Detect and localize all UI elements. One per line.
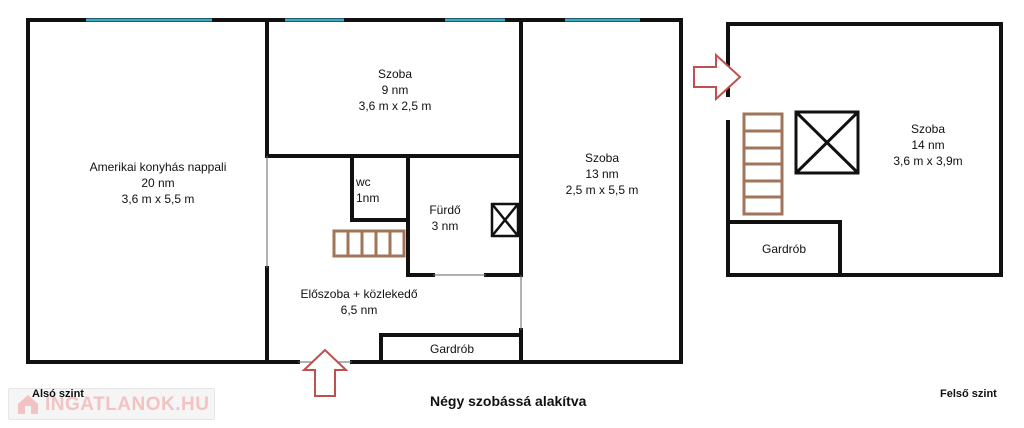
hall-name: Előszoba + közlekedő xyxy=(300,287,418,301)
upper-room-label: Szoba 14 nm 3,6 m x 3,9m xyxy=(868,121,988,169)
bath-area: 3 nm xyxy=(431,219,459,233)
top-room-label: Szoba 9 nm 3,6 m x 2,5 m xyxy=(330,66,460,114)
shaft-icon xyxy=(490,202,520,238)
living-room-name: Amerikai konyhás nappali xyxy=(89,160,227,174)
stairs-lower xyxy=(332,229,406,258)
right-room-dims: 2,5 m x 5,5 m xyxy=(565,183,639,197)
upper-wardrobe-name: Gardrób xyxy=(761,242,807,256)
windows xyxy=(86,18,1003,178)
top-room-area: 9 nm xyxy=(381,83,409,97)
living-room-area: 20 nm xyxy=(141,176,175,190)
right-room-name: Szoba xyxy=(584,151,620,165)
top-room-dims: 3,6 m x 2,5 m xyxy=(358,99,432,113)
living-room-label: Amerikai konyhás nappali 20 nm 3,6 m x 5… xyxy=(58,159,258,207)
upper-entry-arrow-icon xyxy=(693,52,742,102)
bath-name: Fürdő xyxy=(429,203,461,217)
upper-level-walls xyxy=(726,22,1003,277)
house-icon xyxy=(18,395,38,414)
upper-room-name: Szoba xyxy=(910,122,946,136)
bath-label: Fürdő 3 nm xyxy=(420,202,470,234)
lower-level-caption: Alsó szint xyxy=(32,388,84,400)
stair-void-icon xyxy=(794,110,860,175)
upper-room-dims: 3,6 m x 3,9m xyxy=(893,154,963,168)
lower-wardrobe-label: Gardrób xyxy=(384,341,520,357)
living-room-dims: 3,6 m x 5,5 m xyxy=(121,192,195,206)
wc-area: 1nm xyxy=(356,191,380,205)
wc-name: wc xyxy=(356,175,371,189)
right-room-label: Szoba 13 nm 2,5 m x 5,5 m xyxy=(547,150,657,198)
wc-label: wc 1nm xyxy=(356,174,392,206)
upper-wardrobe-label: Gardrób xyxy=(731,241,837,257)
entrance-arrow-icon xyxy=(301,348,349,397)
lower-wardrobe-name: Gardrób xyxy=(429,342,475,356)
plan-title: Négy szobássá alakítva xyxy=(430,393,587,409)
upper-level-caption: Felső szint xyxy=(940,388,997,400)
upper-room-area: 14 nm xyxy=(911,138,945,152)
watermark-text: INGATLANOK.HU xyxy=(45,394,210,415)
lower-level-openings xyxy=(266,156,522,363)
stairs-upper xyxy=(742,112,784,216)
watermark-logo: INGATLANOK.HU xyxy=(8,388,215,420)
top-room-name: Szoba xyxy=(377,67,413,81)
right-room-area: 13 nm xyxy=(585,167,619,181)
hall-area: 6,5 nm xyxy=(340,303,378,317)
hall-label: Előszoba + közlekedő 6,5 nm xyxy=(284,286,434,318)
